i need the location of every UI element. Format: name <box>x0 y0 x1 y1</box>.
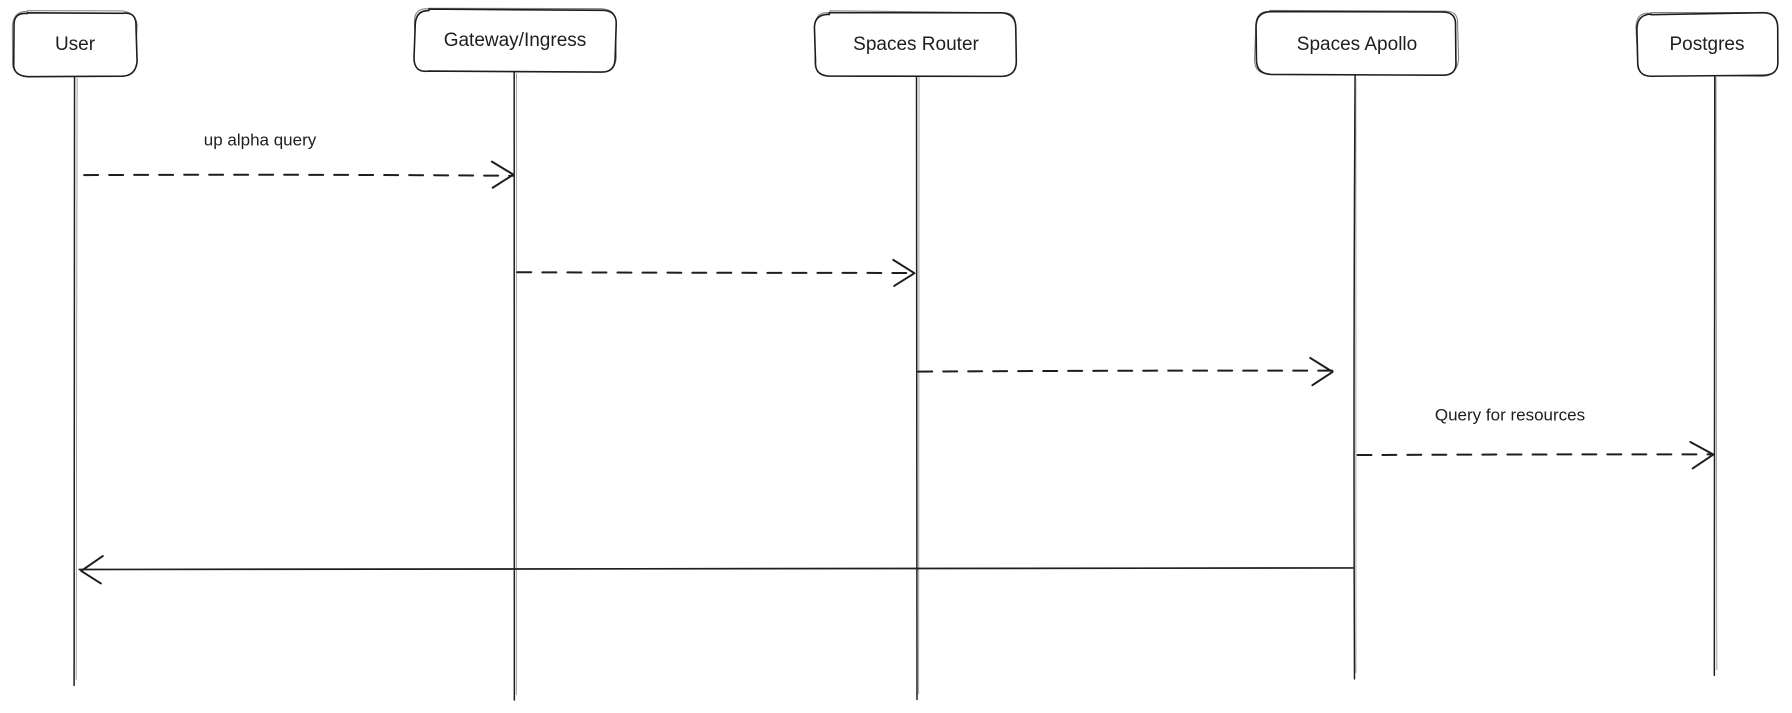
participant-spaces-router[interactable]: Spaces Router <box>813 10 1018 78</box>
message-msg-1[interactable]: up alpha query <box>83 130 515 189</box>
message-msg-5[interactable] <box>78 555 1354 585</box>
lifeline-stroke-secondary <box>917 76 920 695</box>
participant-label: User <box>55 34 96 55</box>
message-line <box>1356 453 1715 457</box>
lifelines-layer <box>73 70 1718 701</box>
participant-user[interactable]: User <box>11 10 138 78</box>
lifeline-stroke <box>915 74 918 701</box>
lifeline-spaces-apollo <box>1353 74 1357 680</box>
message-msg-4[interactable]: Query for resources <box>1356 405 1715 470</box>
participant-box[interactable] <box>1255 10 1457 76</box>
participant-postgres[interactable]: Postgres <box>1635 11 1779 78</box>
message-line <box>83 173 514 177</box>
message-msg-2[interactable] <box>516 258 916 287</box>
message-arrowhead <box>1309 356 1334 387</box>
participant-box[interactable] <box>1636 11 1779 78</box>
participant-label: Spaces Apollo <box>1297 34 1417 55</box>
message-msg-3[interactable] <box>917 356 1334 387</box>
participants-layer: User Gateway/Ingress Spaces Router Spaces A… <box>11 7 1779 78</box>
message-arrowhead <box>892 258 916 287</box>
lifeline-stroke <box>1353 74 1356 680</box>
message-arrowhead <box>80 555 104 585</box>
lifeline-postgres <box>1713 73 1718 677</box>
participant-label: Spaces Router <box>853 34 979 55</box>
message-line <box>917 369 1334 373</box>
participant-gateway-ingress[interactable]: Gateway/Ingress <box>413 7 618 73</box>
message-line <box>78 567 1354 571</box>
participant-label: Postgres <box>1670 34 1745 55</box>
lifeline-stroke-secondary <box>1715 76 1718 671</box>
participant-box[interactable] <box>413 8 618 73</box>
message-arrowhead <box>490 160 515 189</box>
lifeline-spaces-router <box>915 74 920 701</box>
message-label: up alpha query <box>204 130 317 149</box>
participant-spaces-apollo[interactable]: Spaces Apollo <box>1253 9 1460 76</box>
participant-box[interactable] <box>12 11 138 78</box>
lifeline-stroke <box>1713 73 1716 677</box>
lifeline-stroke-secondary <box>75 78 78 680</box>
participant-box[interactable] <box>813 11 1018 78</box>
lifeline-user <box>73 73 78 687</box>
lifeline-stroke <box>73 73 76 687</box>
participant-label: Gateway/Ingress <box>444 30 587 51</box>
message-arrowhead <box>1689 440 1715 470</box>
message-line <box>516 271 916 274</box>
message-label: Query for resources <box>1435 405 1585 424</box>
lifeline-gateway-ingress <box>513 70 517 701</box>
